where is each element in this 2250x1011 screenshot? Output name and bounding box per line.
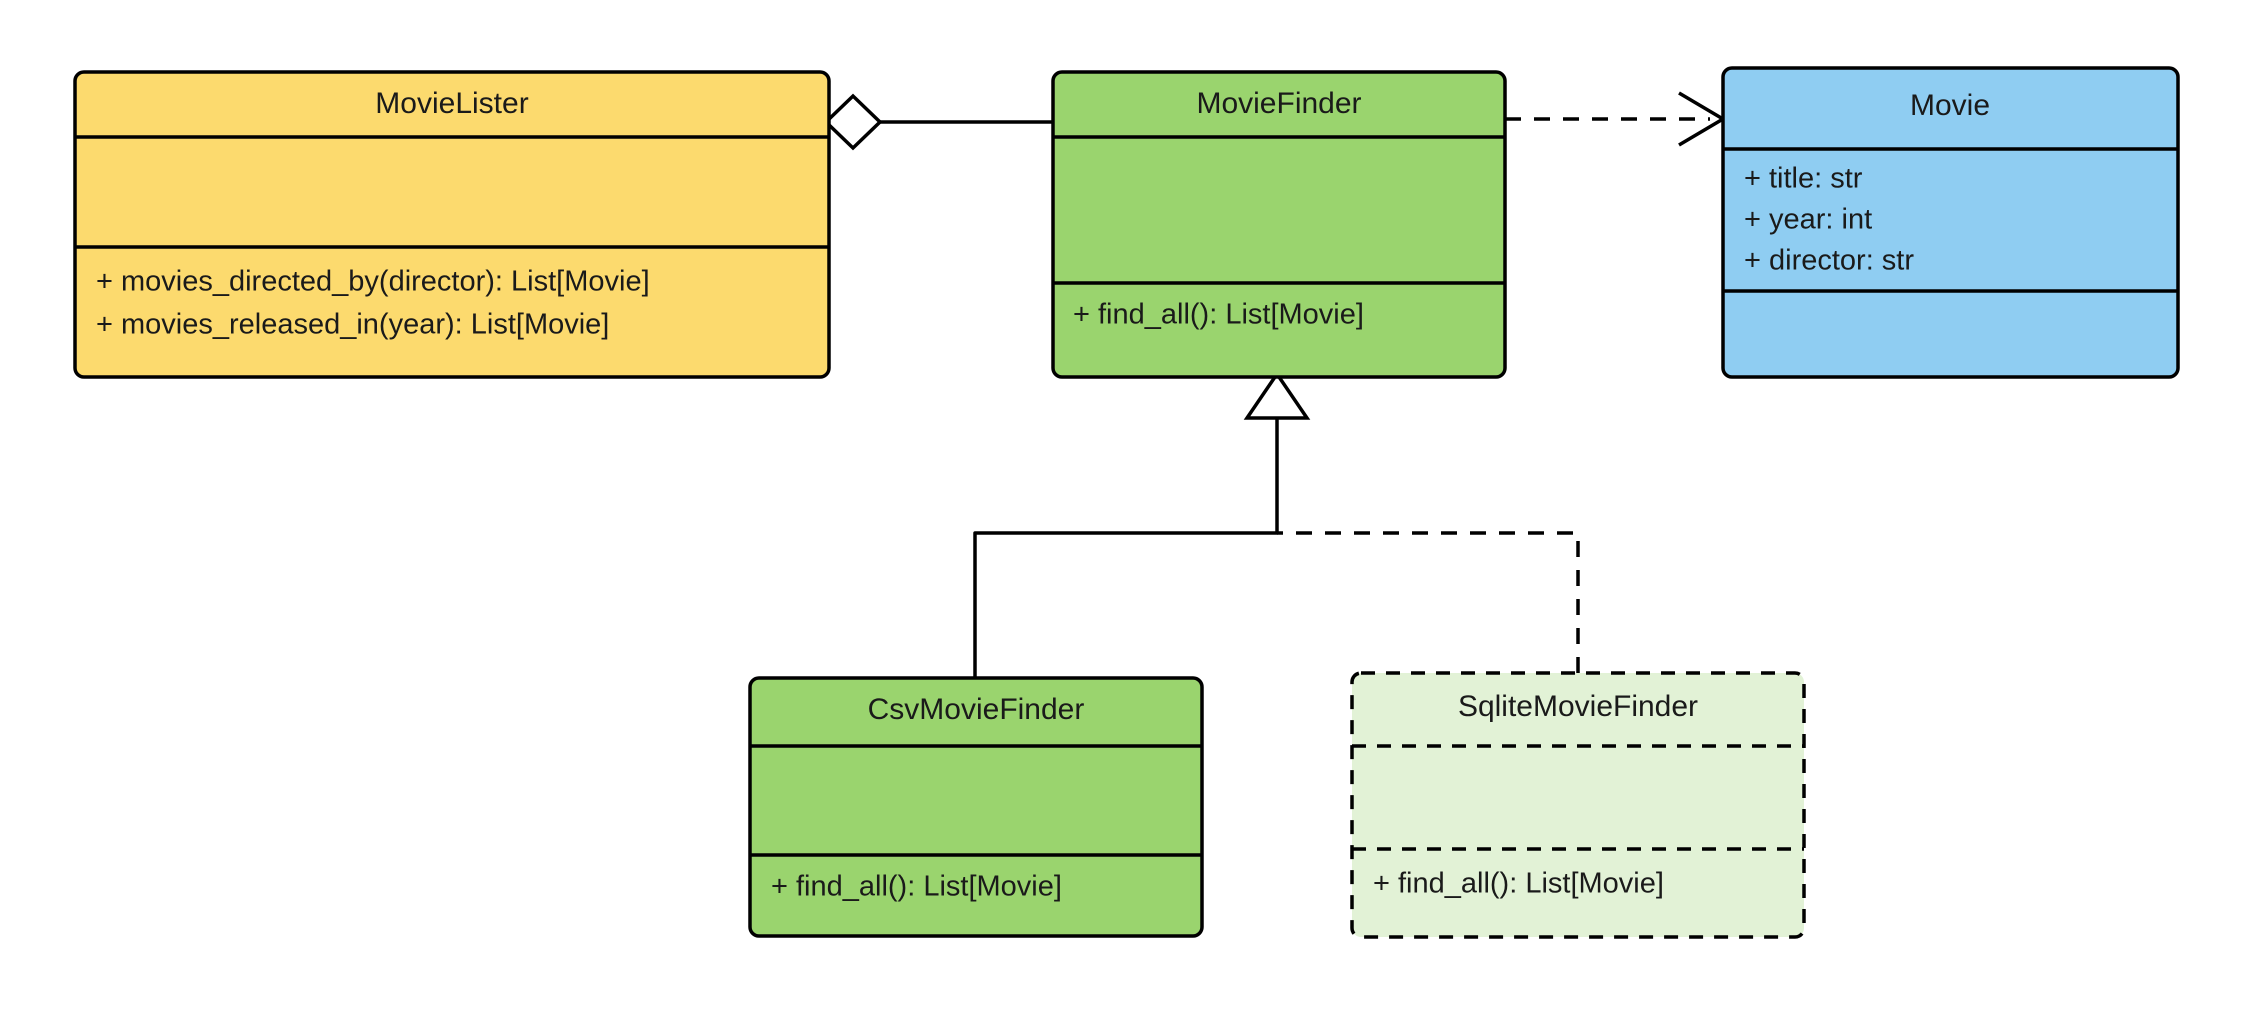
movie-lister-method-1: + movies_released_in(year): List[Movie]	[96, 309, 609, 341]
inheritance-triangle-marker	[1243, 370, 1311, 420]
class-box-sqlite-movie-finder[interactable]: SqliteMovieFinder + find_all(): List[Mov…	[1350, 671, 1806, 939]
movie-title: Movie	[1910, 89, 1990, 122]
movie-attribute-2: + director: str	[1744, 245, 1914, 277]
relation-inheritance-csv-finder[interactable]	[973, 415, 1279, 678]
csv-movie-finder-method-0: + find_all(): List[Movie]	[771, 871, 1062, 903]
sqlite-movie-finder-body	[1350, 671, 1806, 939]
movie-lister-body	[73, 70, 831, 379]
inheritance-line-sqlite	[1277, 531, 1580, 673]
class-box-movie-lister[interactable]: MovieLister + movies_directed_by(directo…	[73, 70, 831, 379]
movie-attribute-0: + title: str	[1744, 163, 1863, 195]
sqlite-movie-finder-method-0: + find_all(): List[Movie]	[1373, 868, 1664, 900]
movie-body	[1721, 66, 2180, 379]
hollow-triangle-icon	[1243, 370, 1311, 420]
relation-inheritance-sqlite-finder[interactable]	[1277, 531, 1580, 673]
csv-movie-finder-body	[748, 676, 1204, 938]
class-box-movie-finder[interactable]: MovieFinder + find_all(): List[Movie]	[1051, 70, 1507, 379]
movie-finder-body	[1051, 70, 1507, 379]
class-box-csv-movie-finder[interactable]: CsvMovieFinder + find_all(): List[Movie]	[748, 676, 1204, 938]
movie-lister-method-0: + movies_directed_by(director): List[Mov…	[96, 266, 650, 298]
class-box-movie[interactable]: Movie + title: str + year: int + directo…	[1721, 66, 2180, 379]
movie-finder-title: MovieFinder	[1196, 87, 1361, 120]
relation-aggregation-lister-finder[interactable]	[823, 93, 1053, 151]
hollow-diamond-marker	[823, 93, 883, 151]
inheritance-line-csv	[973, 415, 1279, 678]
csv-movie-finder-title: CsvMovieFinder	[868, 693, 1085, 726]
movie-lister-title: MovieLister	[375, 87, 528, 120]
relation-dependency-finder-movie[interactable]	[1505, 91, 1727, 147]
movie-finder-method-0: + find_all(): List[Movie]	[1073, 299, 1364, 331]
sqlite-movie-finder-title: SqliteMovieFinder	[1458, 690, 1698, 723]
movie-attribute-1: + year: int	[1744, 204, 1872, 236]
